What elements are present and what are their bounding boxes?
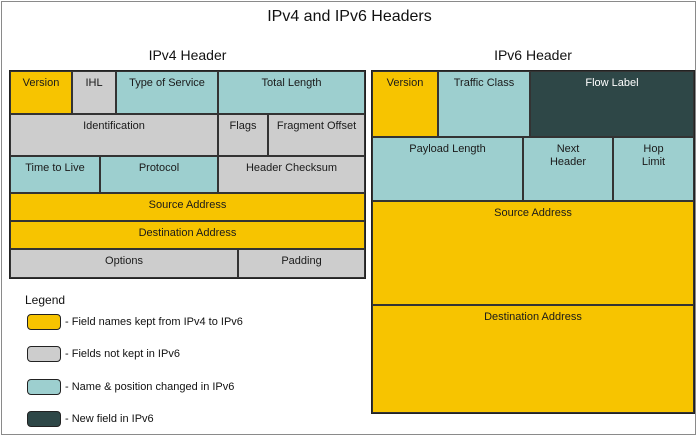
ipv4-destination-address-field: Destination Address [10, 221, 365, 249]
ipv6-payload-length-field: Payload Length [372, 137, 523, 201]
diagram-title: IPv4 and IPv6 Headers [267, 8, 432, 25]
ipv4-flags-field: Flags [218, 114, 268, 156]
ipv4-ihl-field: IHL [72, 71, 116, 114]
ipv4-time-to-live-field: Time to Live [10, 156, 100, 193]
ipv4-protocol-field: Protocol [100, 156, 218, 193]
legend-title: Legend [25, 293, 66, 307]
ipv6-source-address-field: Source Address [372, 201, 694, 305]
legend-swatch-not-kept [27, 346, 61, 362]
ipv4-total-length-field: Total Length [218, 71, 365, 114]
legend-label-changed: - Name & position changed in IPv6 [65, 381, 235, 393]
ipv4-fragment-offset-field: Fragment Offset [268, 114, 365, 156]
ipv6-version-field: Version [372, 71, 438, 137]
ipv4-source-address-field: Source Address [10, 193, 365, 221]
ipv4-version-field: Version [10, 71, 72, 114]
legend-swatch-new [27, 411, 61, 427]
ipv6-flow-label-field: Flow Label [530, 71, 694, 137]
ipv6-destination-address-field: Destination Address [372, 305, 694, 413]
legend-swatch-changed [27, 379, 61, 395]
ipv4-options-field: Options [10, 249, 238, 278]
ipv4-type-of-service-field: Type of Service [116, 71, 218, 114]
ipv4-header-title: IPv4 Header [148, 47, 227, 63]
legend-label-kept: - Field names kept from IPv4 to IPv6 [65, 316, 243, 328]
ipv4-header-checksum-field: Header Checksum [218, 156, 365, 193]
ipv4-identification-field: Identification [10, 114, 218, 156]
legend-swatch-kept [27, 314, 61, 330]
ipv6-traffic-class-field: Traffic Class [438, 71, 530, 137]
ipv6-header-title: IPv6 Header [494, 47, 572, 63]
legend-label-not-kept: - Fields not kept in IPv6 [65, 348, 180, 360]
legend-label-new: - New field in IPv6 [65, 413, 154, 425]
ipv6-hop-limit-field: Hop Limit [613, 137, 694, 201]
ipv4-padding-field: Padding [238, 249, 365, 278]
ipv6-next-header-field: Next Header [523, 137, 613, 201]
